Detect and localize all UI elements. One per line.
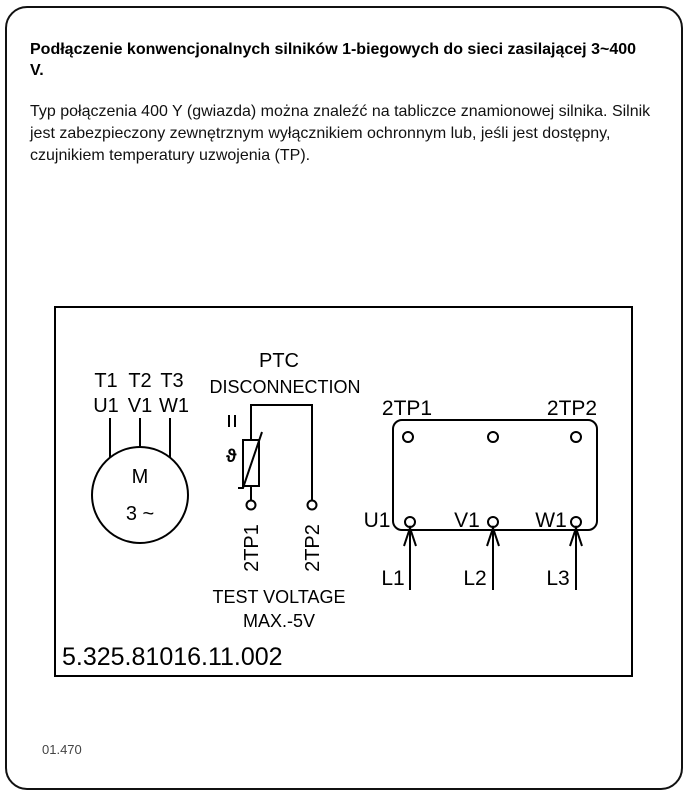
ptc-disconnection: DISCONNECTION xyxy=(209,377,360,397)
motor-label-t1: T1 xyxy=(94,370,117,392)
temperature-arrows-icon xyxy=(228,415,236,427)
motor-phase: 3 ~ xyxy=(126,503,154,525)
test-voltage: TEST VOLTAGE xyxy=(212,587,345,607)
box-label-2tp1: 2TP1 xyxy=(382,397,432,420)
terminal-box xyxy=(392,419,598,590)
motor-label-v1: V1 xyxy=(128,395,152,417)
description-text: Typ połączenia 400 Y (gwiazda) można zna… xyxy=(30,103,651,164)
max-voltage: MAX.-5V xyxy=(243,611,315,631)
line-label-l3: L3 xyxy=(546,567,569,590)
figure-number: 01.470 xyxy=(42,742,82,757)
motor-symbol xyxy=(91,418,189,544)
section-title: Podłączenie konwencjonalnych silników 1-… xyxy=(30,41,637,79)
motor-label-t2: T2 xyxy=(128,370,151,392)
line-label-l1: L1 xyxy=(381,567,404,590)
box-label-w1: W1 xyxy=(535,509,567,532)
line-label-l2: L2 xyxy=(463,567,486,590)
box-label-v1: V1 xyxy=(454,509,480,532)
content-frame xyxy=(5,6,683,790)
box-label-u1: U1 xyxy=(364,509,391,532)
temperature-symbol-icon: ϑ xyxy=(226,446,237,466)
diagram-border xyxy=(54,306,633,677)
motor-symbol-m: M xyxy=(132,466,149,488)
ptc-terminal-2tp1: 2TP1 xyxy=(241,524,263,572)
motor-label-t3: T3 xyxy=(160,370,183,392)
ptc-terminal-2tp2: 2TP2 xyxy=(302,524,324,572)
box-label-2tp2: 2TP2 xyxy=(547,397,597,420)
ptc-thermistor xyxy=(238,404,318,511)
ptc-title: PTC xyxy=(259,350,299,372)
motor-label-u1: U1 xyxy=(93,395,119,417)
motor-label-w1: W1 xyxy=(159,395,189,417)
diagram-code: 5.325.81016.11.002 xyxy=(62,643,283,671)
